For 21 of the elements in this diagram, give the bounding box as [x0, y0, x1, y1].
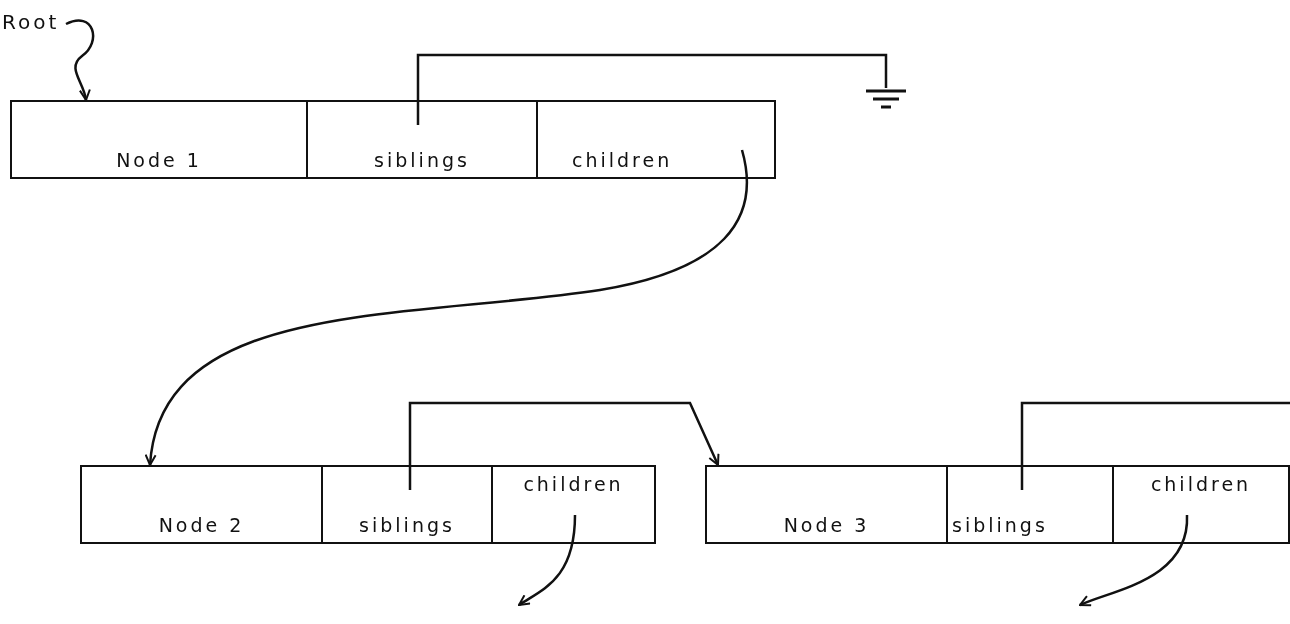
pointer-label: Root [2, 8, 66, 36]
arrow [408, 401, 720, 490]
connector-line [1020, 401, 1290, 490]
field-label: Node 3 [783, 514, 870, 536]
field-label: siblings [374, 149, 470, 171]
field-label: siblings [359, 514, 455, 536]
field-label: children [1150, 473, 1252, 495]
arrow [65, 19, 95, 101]
arrow [145, 149, 748, 466]
field-label: Node 2 [158, 514, 245, 536]
field-label: children [571, 149, 673, 171]
record-box [705, 465, 1290, 544]
record-box [10, 100, 776, 179]
arrow [1079, 514, 1189, 607]
record-box [80, 465, 656, 544]
field-label: children [523, 473, 624, 495]
field-label: siblings [952, 514, 1048, 536]
connector-line [416, 53, 888, 125]
ground-symbol-icon [866, 88, 906, 112]
arrow [518, 514, 577, 607]
field-label: Node 1 [116, 149, 202, 171]
